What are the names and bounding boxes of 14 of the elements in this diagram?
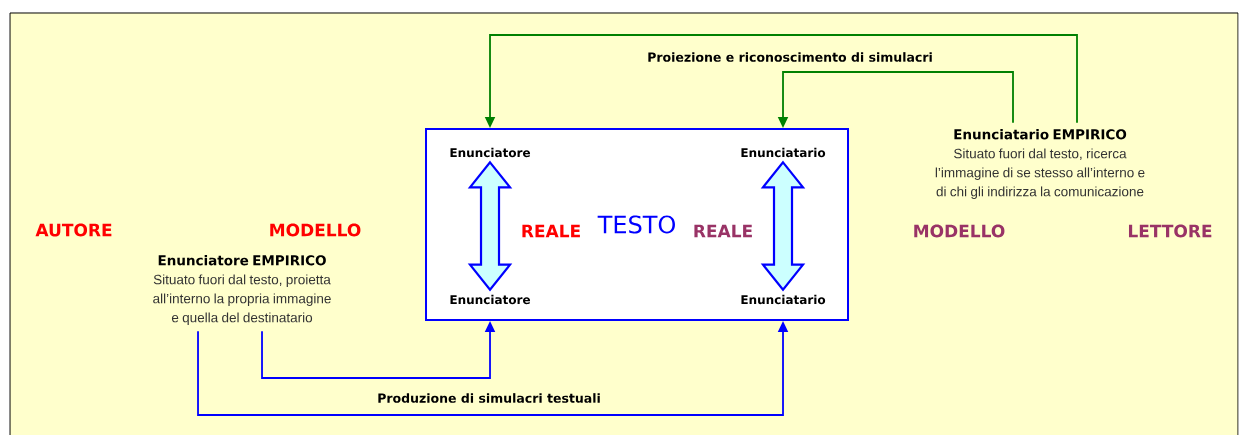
- category-label: MODELLO: [270, 223, 361, 237]
- category-label: REALE: [522, 224, 580, 238]
- role-label: Enunciatore: [450, 294, 531, 305]
- role-description: Enunciatore EMPIRICO Situato fuori dal testo, proietta all’interno la propria immagine e quella del destinatario: [153, 254, 331, 326]
- category-label: AUTORE: [35, 223, 112, 237]
- role-label: Enunciatore: [450, 147, 531, 158]
- category-label: MODELLO: [914, 224, 1005, 238]
- edge-label: Produzione di simulacri testuali: [375, 391, 603, 405]
- edge-label: Proiezione e riconoscimento di simulacri: [645, 50, 935, 64]
- role-description: Enunciatario EMPIRICO Situato fuori dal testo, ricerca l’immagine di se stesso all’interno e di chi gli indirizza la comunicazione: [935, 128, 1145, 200]
- category-label: LETTORE: [1129, 224, 1212, 238]
- role-label: Enunciatario: [741, 294, 826, 305]
- role-label: Enunciatario: [741, 147, 826, 158]
- category-label: REALE: [694, 224, 752, 238]
